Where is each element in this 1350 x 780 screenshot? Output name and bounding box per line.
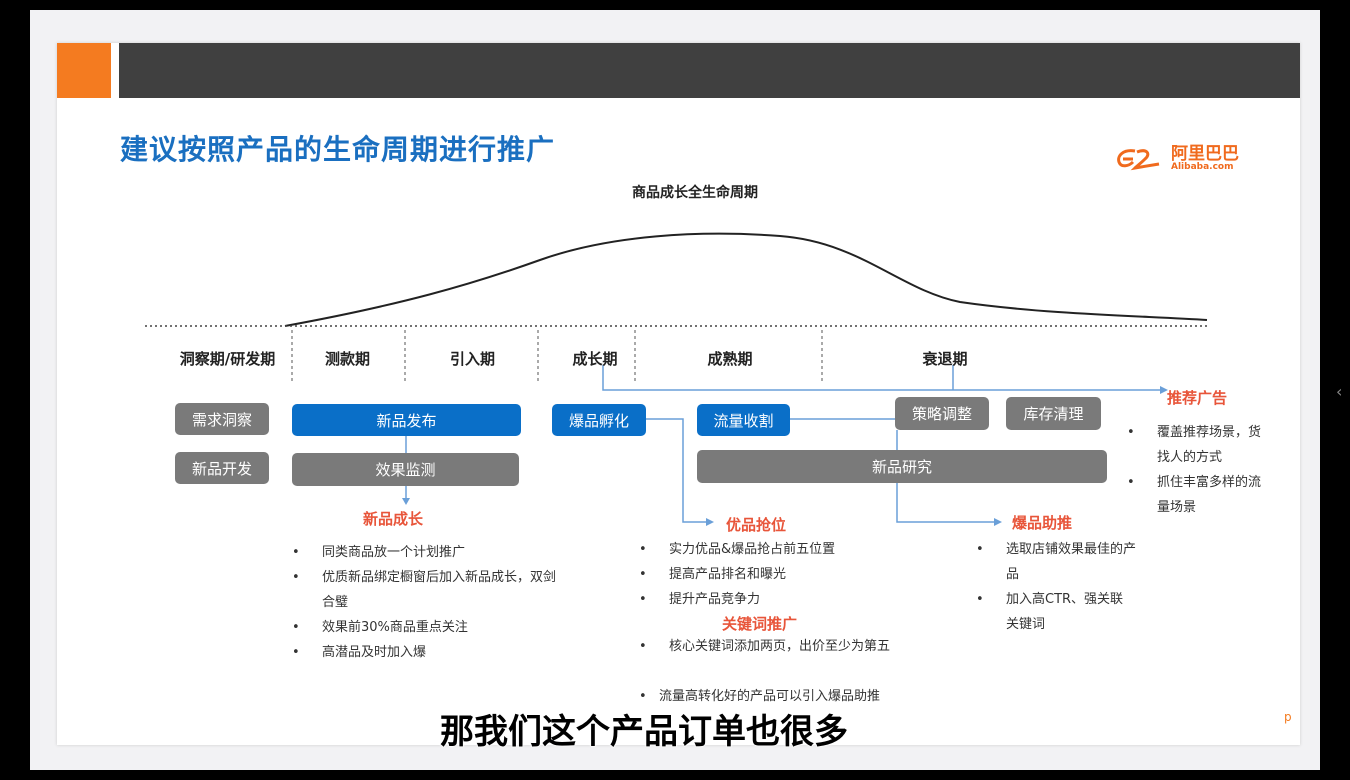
phase-decline: 衰退期	[922, 350, 968, 368]
section-title-quality-position: 优品抢位	[726, 516, 787, 534]
section-title-hit-boost: 爆品助推	[1012, 514, 1073, 532]
alibaba-logo: 阿里巴巴 Alibaba.com	[1115, 146, 1239, 172]
section-title-recommend-ads: 推荐广告	[1167, 389, 1228, 407]
list-item: 加入高CTR、强关联关键词	[976, 587, 1136, 637]
list-recommend-ads: 覆盖推荐场景，货找人的方式 抓住丰富多样的流量场景	[1127, 420, 1272, 520]
chevron-left-icon[interactable]: ‹	[1336, 382, 1343, 401]
phase-testing: 测款期	[324, 350, 370, 368]
list-hit-boost: 选取店铺效果最佳的产品 加入高CTR、强关联关键词	[976, 537, 1136, 637]
list-item: 提升产品竞争力	[639, 587, 919, 612]
box-new-launch: 新品发布	[292, 404, 521, 436]
list-item: 同类商品放一个计划推广	[292, 540, 557, 565]
page-marker: p	[1284, 710, 1292, 724]
list-quality-position: 实力优品&爆品抢占前五位置 提高产品排名和曝光 提升产品竞争力	[639, 537, 919, 612]
box-traffic-harvest: 流量收割	[697, 404, 790, 436]
logo-text-cn: 阿里巴巴	[1171, 144, 1239, 164]
section-title-keyword-promo: 关键词推广	[722, 615, 798, 633]
phase-growth: 成长期	[572, 350, 618, 368]
logo-text-en: Alibaba.com	[1171, 162, 1234, 172]
section-title-new-growth: 新品成长	[363, 510, 424, 528]
list-item: 实力优品&爆品抢占前五位置	[639, 537, 919, 562]
box-strategy-adjust: 策略调整	[895, 397, 989, 430]
slide-title: 建议按照产品的生命周期进行推广	[120, 133, 556, 166]
list-item: 提高产品排名和曝光	[639, 562, 919, 587]
video-subtitle: 那我们这个产品订单也很多	[440, 712, 849, 753]
box-hit-incubation: 爆品孵化	[552, 404, 646, 436]
header-orange-square	[57, 43, 111, 98]
phase-introduction: 引入期	[449, 350, 495, 368]
arrow-head	[994, 518, 1002, 526]
box-inventory-clear: 库存清理	[1006, 397, 1101, 430]
box-new-product-dev: 新品开发	[175, 452, 269, 484]
phase-maturity: 成熟期	[707, 350, 753, 368]
list-item: 流量高转化好的产品可以引入爆品助推	[639, 684, 939, 709]
arrow-head	[1160, 386, 1168, 394]
arrow-head	[706, 518, 714, 526]
phase-insight: 洞察期/研发期	[179, 350, 276, 368]
box-new-research: 新品研究	[697, 450, 1107, 483]
list-new-growth: 同类商品放一个计划推广 优质新品绑定橱窗后加入新品成长，双剑合璧 效果前30%商…	[292, 540, 557, 665]
list-item: 优质新品绑定橱窗后加入新品成长，双剑合璧	[292, 565, 557, 615]
list-item: 核心关键词添加两页，出价至少为第五	[639, 634, 939, 659]
list-item: 效果前30%商品重点关注	[292, 615, 557, 640]
alibaba-logo-icon	[1117, 149, 1160, 171]
list-item: 高潜品及时加入爆	[292, 640, 557, 665]
box-demand-insight: 需求洞察	[175, 403, 269, 435]
lifecycle-curve	[284, 232, 1208, 327]
chart-title: 商品成长全生命周期	[632, 185, 758, 201]
list-item: 抓住丰富多样的流量场景	[1127, 470, 1272, 520]
list-item: 选取店铺效果最佳的产品	[976, 537, 1136, 587]
connector-growth-to-ads	[602, 365, 1160, 391]
box-effect-monitor: 效果监测	[292, 453, 519, 486]
arrow-head	[402, 498, 410, 505]
list-item: 覆盖推荐场景，货找人的方式	[1127, 420, 1272, 470]
connector-incubation-quality	[645, 418, 708, 523]
list-keyword-promo: 核心关键词添加两页，出价至少为第五 流量高转化好的产品可以引入爆品助推	[639, 634, 939, 709]
header-bar	[119, 43, 1300, 98]
